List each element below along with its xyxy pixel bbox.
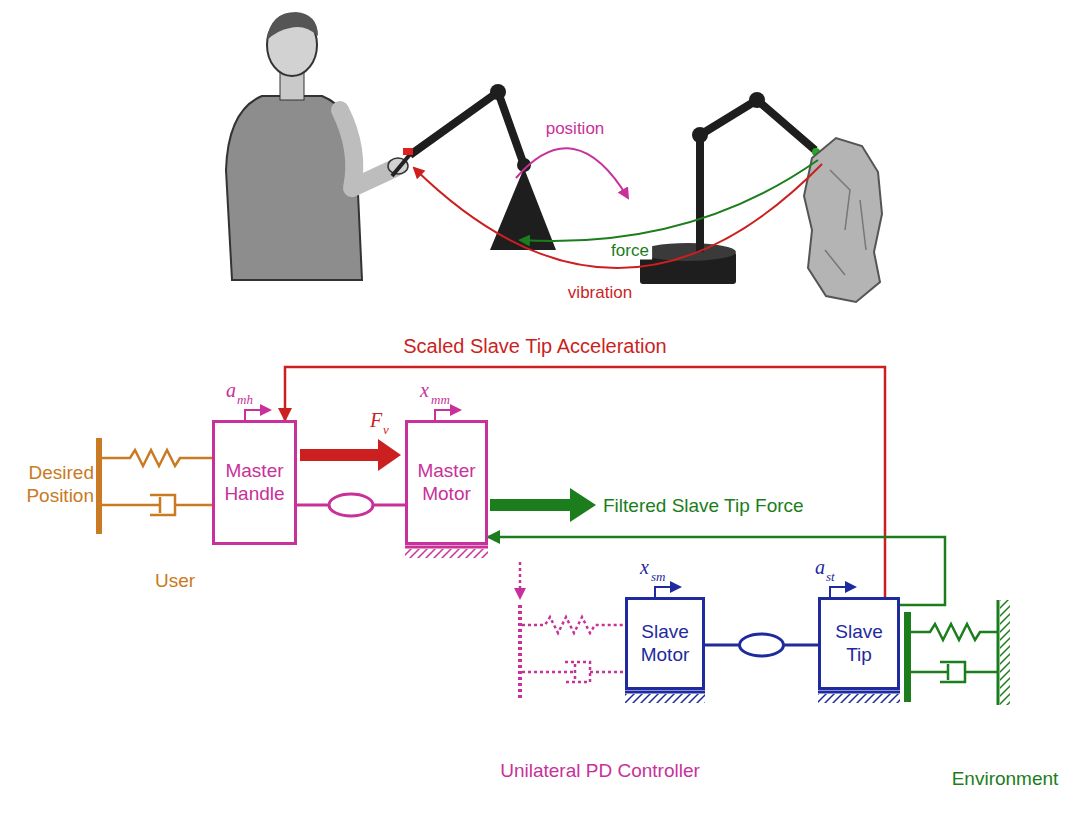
master-handle-box: Master Handle	[212, 420, 297, 545]
spring-symbol	[911, 624, 998, 640]
coupling-ring	[740, 634, 784, 656]
accelerometer-marker	[403, 148, 413, 155]
slave-arm	[700, 100, 815, 252]
vibration-force-arrow	[300, 439, 401, 471]
pd-reference-bar	[518, 605, 522, 700]
variable-symbol: x	[640, 557, 649, 577]
master-robot	[403, 84, 556, 250]
coupling-ring	[329, 494, 373, 516]
motor-position-arrow	[435, 410, 460, 420]
box-label: Slave Motor	[634, 621, 696, 667]
master-base	[490, 168, 556, 250]
operator-figure	[226, 12, 412, 280]
ground-hatch	[625, 694, 705, 703]
ground-hatch	[405, 549, 488, 558]
signal-label: Filtered Slave Tip Force	[603, 496, 804, 515]
wall-hatch	[1000, 600, 1010, 705]
damper-symbol	[102, 495, 212, 515]
signal-label: force	[608, 241, 652, 260]
user-impedance	[96, 438, 212, 534]
pd-damper	[522, 662, 625, 682]
position-arrow	[516, 148, 628, 198]
pd-controller	[520, 562, 625, 700]
pd-command-arrow	[519, 562, 522, 598]
joint	[692, 127, 708, 143]
wall-line	[997, 600, 1000, 705]
spring-symbol	[102, 450, 212, 466]
slave-marks	[625, 587, 900, 703]
acceleration-feedback-line	[285, 367, 885, 597]
slave-motor-box: Slave Motor	[625, 597, 705, 690]
variable-symbol: a	[815, 557, 825, 577]
slave-motor-position-arrow	[655, 587, 680, 597]
ground-line	[405, 546, 488, 549]
part-label: Environment	[952, 769, 1059, 788]
box-label: Master Handle	[221, 460, 288, 506]
ground-hatch	[818, 694, 900, 703]
environment-impedance	[904, 600, 1010, 705]
hair	[267, 12, 318, 40]
variable-subscript: mm	[431, 393, 450, 406]
environment-bar	[904, 612, 911, 702]
box-label: Master Motor	[414, 460, 479, 506]
slave-tip-accel-arrow	[830, 587, 855, 597]
part-label: Unilateral PD Controller	[500, 761, 700, 780]
ground-line	[818, 691, 900, 694]
ground-line	[625, 691, 705, 694]
signal-label: Scaled Slave Tip Acceleration	[403, 336, 667, 356]
desired-position-bar	[96, 438, 102, 534]
master-arm	[410, 92, 524, 165]
slave-base-top	[640, 243, 736, 261]
variable-symbol: x	[420, 380, 429, 400]
handle-accel-arrow	[245, 410, 270, 420]
joint	[490, 84, 506, 100]
variable-subscript: st	[826, 570, 835, 583]
signal-arrows	[414, 148, 822, 268]
vibration-arrow	[414, 164, 822, 268]
signal-label: vibration	[565, 283, 635, 302]
variable-subscript: mh	[237, 393, 253, 406]
box-label: Slave Tip	[827, 621, 891, 667]
damper-symbol	[911, 662, 998, 682]
stylus	[392, 152, 412, 176]
variable-subscript: sm	[651, 570, 665, 583]
variable-symbol: a	[226, 380, 236, 400]
force-arrow	[520, 160, 818, 241]
slave-tip-box: Slave Tip	[818, 597, 900, 690]
variable-symbol: F	[370, 410, 382, 430]
force-feedback-line	[488, 537, 945, 605]
part-label: User	[155, 571, 195, 590]
variable-subscript: v	[383, 423, 389, 436]
slave-robot	[640, 92, 820, 284]
pd-spring	[522, 617, 625, 633]
arm	[340, 110, 395, 188]
part-label: Desired Position	[14, 462, 94, 508]
force-display-arrow	[490, 488, 596, 522]
signal-label: position	[543, 119, 608, 138]
joint	[749, 92, 765, 108]
master-motor-box: Master Motor	[405, 420, 488, 545]
rock-texture	[825, 170, 866, 275]
